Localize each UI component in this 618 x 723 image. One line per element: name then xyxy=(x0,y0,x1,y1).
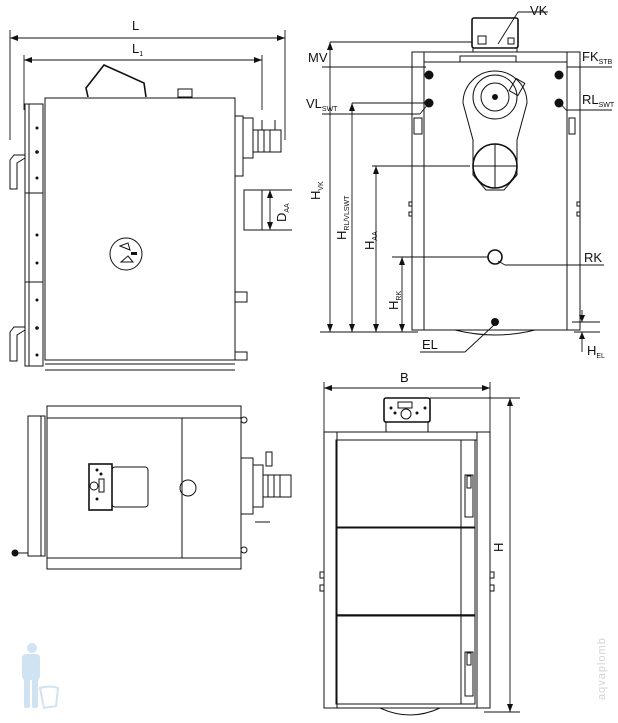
plumber-logo-icon xyxy=(22,643,60,710)
dim-label-L1: L1 xyxy=(132,41,143,58)
conn-label-RK: RK xyxy=(584,250,602,265)
side-view: L L1 xyxy=(9,18,292,371)
watermark: aqvaplomb xyxy=(22,637,608,710)
conn-label-VL_SWT: VLSWT xyxy=(306,96,338,113)
conn-label-RL_SWT: RLSWT xyxy=(582,92,615,109)
dim-label-H_VK: HVK xyxy=(308,181,325,200)
dim-label-D_AA: DAA xyxy=(274,203,291,222)
conn-label-FK_STB: FKSTB xyxy=(582,49,613,66)
watermark-text: aqvaplomb xyxy=(596,637,608,700)
dim-label-L: L xyxy=(132,18,139,33)
rear-view: VK M xyxy=(306,3,615,360)
conn-label-EL: EL xyxy=(422,337,438,352)
conn-label-MV: MV xyxy=(308,50,328,65)
top-view xyxy=(11,405,292,570)
dim-label-B: B xyxy=(400,370,409,385)
dim-label-H_RL_VLSWT: HRL/VLSWT xyxy=(334,195,351,240)
dim-label-H: H xyxy=(491,543,506,552)
conn-label-VK: VK xyxy=(530,3,548,18)
front-view: B H xyxy=(319,370,520,716)
dim-label-H_RK: HRK xyxy=(386,291,403,310)
dim-label-H_EL: HEL xyxy=(587,343,605,360)
dim-label-H_AA: HAA xyxy=(362,231,379,250)
